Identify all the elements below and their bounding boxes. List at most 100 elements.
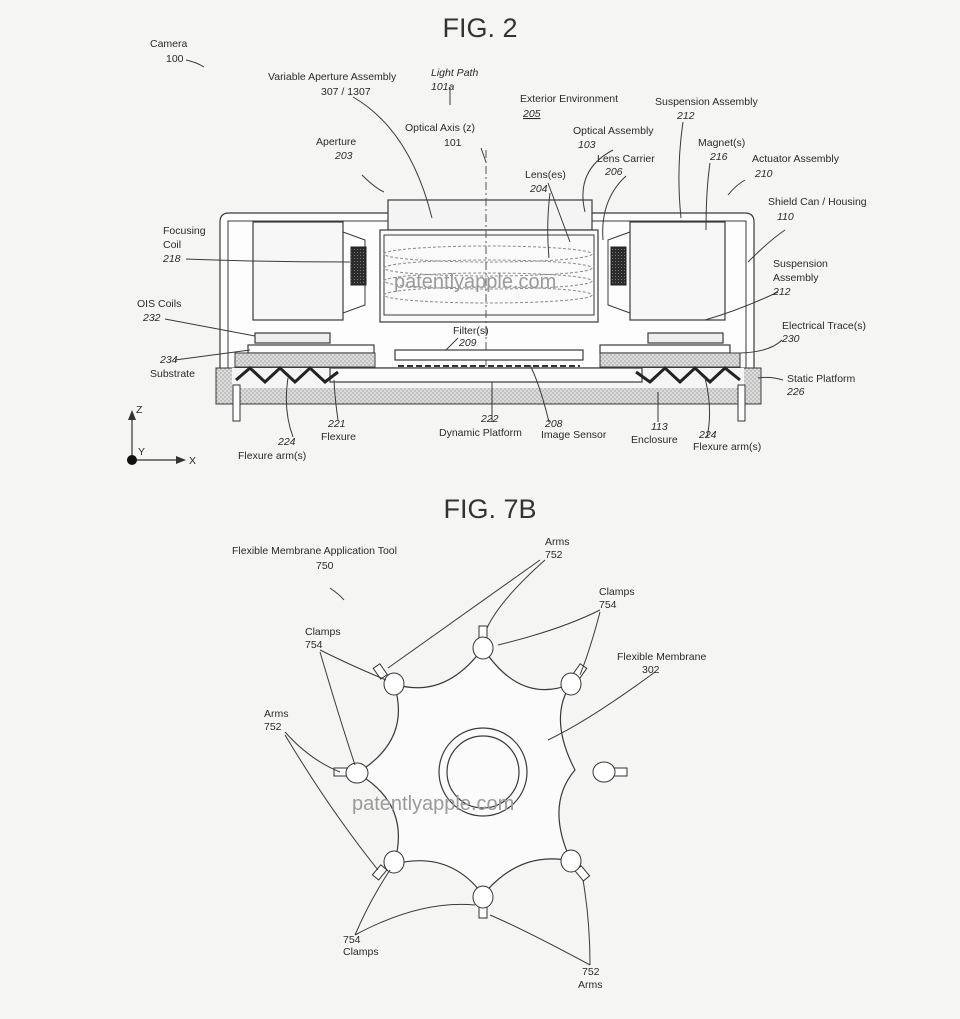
label-tool: Flexible Membrane Application Tool bbox=[232, 545, 397, 557]
label-electrical-trace: Electrical Trace(s) bbox=[782, 320, 866, 332]
label-clamps-top-left: Clamps bbox=[305, 626, 341, 638]
ois-coil-left bbox=[254, 332, 331, 344]
label-variable-aperture-ref: 307 / 1307 bbox=[321, 86, 371, 98]
label-arms-top-ref: 752 bbox=[545, 549, 563, 561]
arm-tip bbox=[333, 767, 348, 777]
label-clamps-top-left-ref: 754 bbox=[305, 639, 323, 651]
label-enclosure: Enclosure bbox=[631, 434, 678, 446]
label-optical-assembly: Optical Assembly bbox=[573, 125, 654, 137]
label-aperture: Aperture bbox=[316, 136, 356, 148]
label-shield-can-ref: 110 bbox=[777, 211, 794, 223]
label-static-platform-ref: 226 bbox=[786, 386, 805, 398]
dynamic-platform-top bbox=[329, 367, 643, 383]
label-flexure-arm-left-ref: 224 bbox=[277, 436, 296, 448]
clamp bbox=[560, 849, 582, 873]
label-static-platform: Static Platform bbox=[787, 373, 856, 385]
watermark: patentlyapple.com bbox=[394, 271, 556, 293]
ois-coil-right bbox=[647, 332, 724, 344]
clamp bbox=[383, 672, 405, 696]
label-ois-coils: OIS Coils bbox=[137, 298, 181, 310]
axis-origin bbox=[127, 455, 137, 465]
clamps bbox=[333, 625, 628, 919]
label-filters: Filter(s) bbox=[453, 325, 489, 337]
label-suspension-right-2: Assembly bbox=[773, 272, 819, 284]
label-substrate: Substrate bbox=[150, 368, 195, 380]
label-suspension-right-ref: 212 bbox=[772, 286, 791, 298]
clamp bbox=[472, 636, 494, 660]
label-dynamic-platform: Dynamic Platform bbox=[439, 427, 522, 439]
label-dynamic-platform-ref: 222 bbox=[480, 413, 499, 425]
label-flexure-ref: 221 bbox=[327, 418, 346, 430]
magnet-right bbox=[629, 221, 726, 321]
label-tool-ref: 750 bbox=[316, 560, 334, 572]
label-actuator-assembly: Actuator Assembly bbox=[752, 153, 840, 165]
label-flexure-arm-left: Flexure arm(s) bbox=[238, 450, 306, 462]
label-clamps-top-right: Clamps bbox=[599, 586, 635, 598]
fig-2-title: FIG. 2 bbox=[442, 13, 517, 43]
clamp bbox=[472, 885, 494, 909]
label-focusing-coil-ref: 218 bbox=[162, 253, 181, 265]
label-camera-ref: 100 bbox=[166, 53, 184, 65]
label-light-path-ref: 101a bbox=[431, 81, 455, 93]
fig-7b-title: FIG. 7B bbox=[443, 494, 536, 524]
electrical-trace-right bbox=[599, 352, 741, 368]
clamp bbox=[345, 762, 369, 784]
clamp bbox=[592, 761, 616, 783]
clamp bbox=[560, 672, 582, 696]
label-substrate-ref: 234 bbox=[159, 354, 178, 366]
label-arms-left: Arms bbox=[264, 708, 289, 720]
label-suspension-top-ref: 212 bbox=[676, 110, 695, 122]
substrate-right bbox=[599, 344, 731, 354]
axis-x-label: X bbox=[189, 455, 196, 467]
label-clamps-bottom-ref: 754 bbox=[343, 934, 361, 946]
label-shield-can: Shield Can / Housing bbox=[768, 196, 867, 208]
lens-element bbox=[383, 259, 593, 277]
label-lenses-ref: 204 bbox=[529, 183, 548, 195]
label-membrane-ref: 302 bbox=[642, 664, 660, 676]
arm-tip bbox=[613, 767, 628, 777]
label-arms-bottom: Arms bbox=[578, 979, 603, 991]
electrical-trace-left bbox=[234, 352, 376, 368]
label-electrical-trace-ref: 230 bbox=[781, 333, 800, 345]
label-arms-bottom-ref: 752 bbox=[582, 966, 600, 978]
aperture-block bbox=[387, 199, 593, 231]
label-magnets: Magnet(s) bbox=[698, 137, 745, 149]
label-focusing-coil-1: Focusing bbox=[163, 225, 206, 237]
label-image-sensor: Image Sensor bbox=[541, 429, 607, 441]
lens-element bbox=[383, 286, 593, 304]
lens-element bbox=[383, 245, 593, 263]
coordinate-axes: Z Y X bbox=[127, 404, 196, 467]
pin-right bbox=[737, 384, 746, 422]
label-lenses: Lens(es) bbox=[525, 169, 566, 181]
watermark: patentlyapple.com bbox=[352, 793, 514, 815]
label-variable-aperture: Variable Aperture Assembly bbox=[268, 71, 397, 83]
label-lens-carrier: Lens Carrier bbox=[597, 153, 655, 165]
label-aperture-ref: 203 bbox=[334, 150, 353, 162]
label-magnets-ref: 216 bbox=[709, 151, 728, 163]
label-exterior-environment-ref: 205 bbox=[522, 108, 541, 120]
filter bbox=[394, 349, 584, 361]
label-suspension-top: Suspension Assembly bbox=[655, 96, 758, 108]
leader-lines bbox=[164, 59, 786, 438]
membrane-center-ring-inner bbox=[446, 735, 520, 809]
label-image-sensor-ref: 208 bbox=[544, 418, 563, 430]
substrate-left bbox=[247, 344, 375, 354]
fig-2: FIG. 2 bbox=[127, 13, 867, 467]
arm-tip bbox=[372, 663, 388, 680]
label-optical-axis-ref: 101 bbox=[444, 137, 462, 149]
pin-left bbox=[232, 384, 241, 422]
label-filters-ref: 209 bbox=[458, 337, 477, 349]
leader-lines-7b bbox=[284, 559, 656, 966]
label-flexure-arm-right: Flexure arm(s) bbox=[693, 441, 761, 453]
label-arms-top: Arms bbox=[545, 536, 570, 548]
arm-tip bbox=[371, 864, 388, 881]
label-light-path: Light Path bbox=[431, 67, 478, 79]
label-arms-left-ref: 752 bbox=[264, 721, 282, 733]
axis-y-label: Y bbox=[138, 446, 145, 458]
label-actuator-assembly-ref: 210 bbox=[754, 168, 773, 180]
magnet-left bbox=[252, 221, 344, 321]
label-lens-carrier-ref: 206 bbox=[604, 166, 623, 178]
suspension-right bbox=[607, 231, 631, 314]
label-suspension-right-1: Suspension bbox=[773, 258, 828, 270]
